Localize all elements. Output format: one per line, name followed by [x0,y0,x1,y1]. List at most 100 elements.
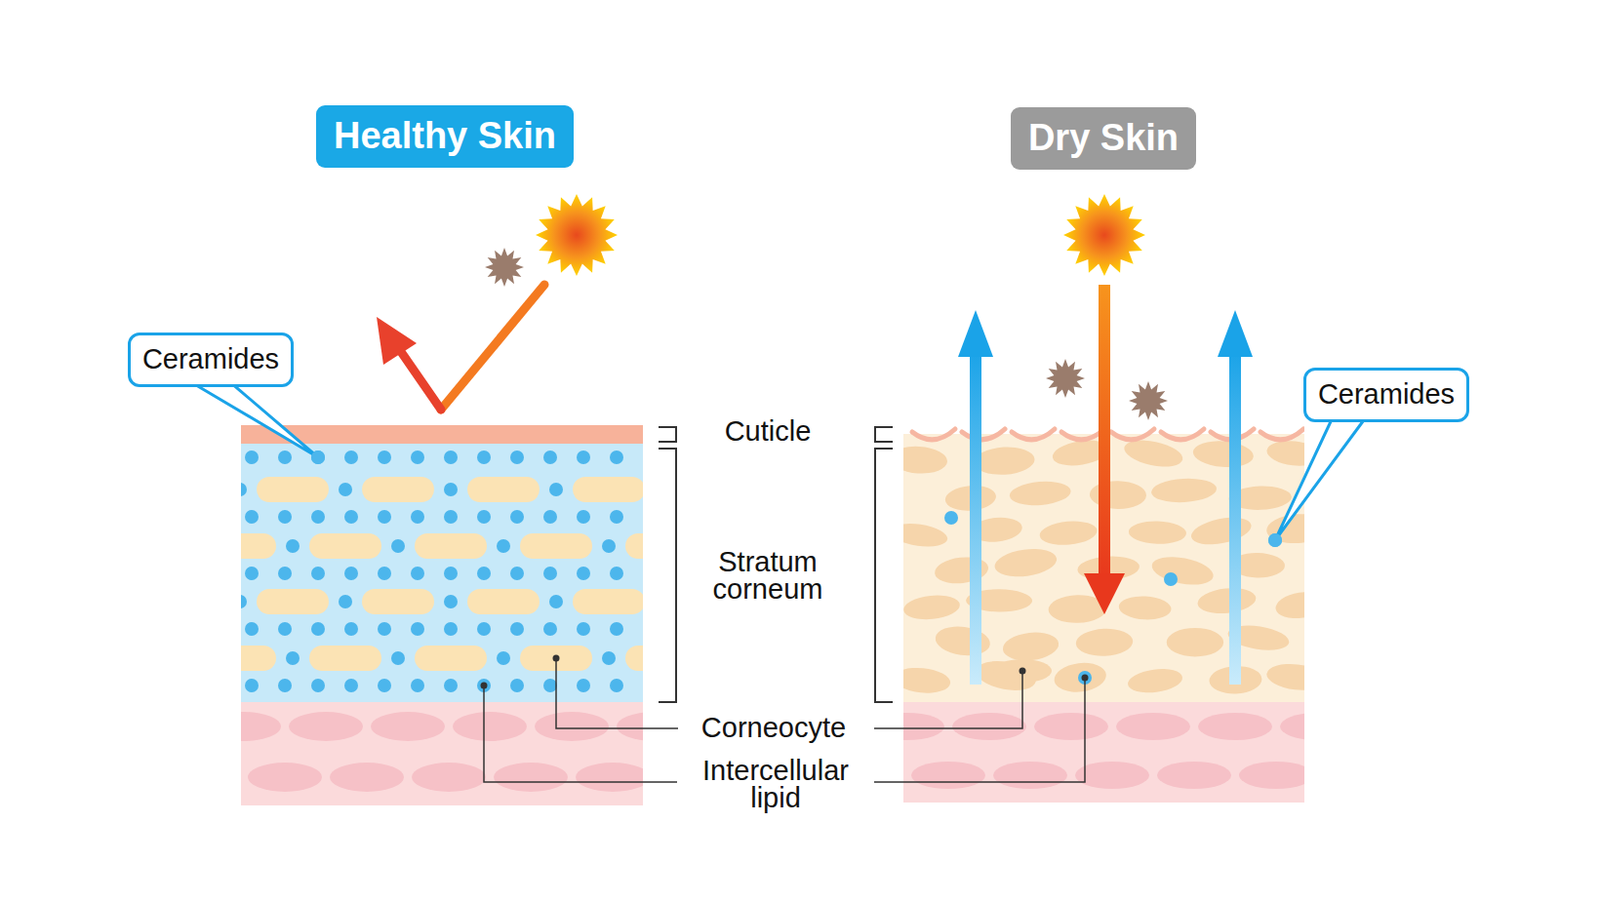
corneocyte [467,477,540,503]
incoming-ray [440,284,545,410]
arrow-head [376,317,417,365]
corneocyte [361,589,435,615]
dust-particle [484,247,524,287]
leader-dot [1081,675,1089,682]
lipid-dot [496,651,511,666]
lipid-dot [576,450,591,465]
corneocyte-blob [1265,661,1305,694]
cuticle-flake [1061,429,1105,440]
dermis-cell [452,712,527,742]
lipid-dot [443,482,458,497]
lipid-dot [576,566,591,581]
corneocyte [361,477,435,503]
leader-line [874,671,1023,729]
lipid-dot [285,651,300,666]
dermis-cell [534,712,609,742]
lipid-dot [576,622,591,637]
lipid-dot [549,482,563,497]
corneocyte [625,645,643,672]
dermis-cell [575,762,643,793]
corneocyte-blob [1075,628,1134,658]
dermis-cell [1116,713,1191,741]
dermis-cell [247,762,322,793]
lipid-dot [443,566,458,581]
corneocyte [256,477,329,503]
cuticle-flake [1260,429,1304,440]
corneocyte-blob [1039,519,1099,548]
lipid-dot [285,539,300,554]
lipid-dot [543,679,558,693]
part-label: Corneocyte [701,715,846,743]
lipid-dot [244,679,259,693]
arrow-head [1217,310,1253,358]
lipid-dot [1163,572,1178,587]
corneocyte-blob [1196,585,1257,616]
lipid-dot [477,566,491,581]
dermis-cell [493,762,568,793]
corneocyte [309,645,382,672]
lipid-dot [338,482,353,497]
cuticle-flake [961,429,1005,440]
lipid-dot [510,679,524,693]
lipid-dot [576,679,591,693]
corneocyte-blob [903,593,961,623]
lipid-dot [477,622,491,637]
dermis-cell [329,762,404,793]
lipid-dot [410,679,425,693]
lipid-dot [391,651,405,666]
lipid-dot [410,622,425,637]
lipid-dot [311,566,325,581]
dermis-cell [616,712,643,742]
dermis-cell [1239,761,1305,790]
callout-box: Ceramides [127,332,294,387]
node-text: Dry Skin [1028,117,1179,160]
dermis [240,702,643,806]
corneocyte-blob [1118,595,1172,622]
corneocyte [256,589,329,615]
lipid-dot [311,622,325,637]
lipid-dot [244,510,259,524]
cuticle-flake [912,429,956,440]
reflected-ray [395,343,441,410]
lipid-dot [377,622,392,637]
node-text: Ceramides [1318,378,1455,411]
corneocyte-blob [1166,628,1224,657]
lipid-dot [576,510,591,524]
lipid-dot [311,450,325,465]
corneocyte-blob [1128,520,1188,546]
leader-dot [1019,668,1027,676]
corneocyte-blob [1126,666,1185,697]
part-label: Cuticle [724,418,812,446]
lipid-dot [377,450,392,465]
dermis-cell [1075,761,1150,790]
lipid-dot [601,539,616,554]
lipid-dot [609,450,624,465]
cuticle-flake [1160,429,1204,440]
corneocyte [572,589,643,615]
penetrating-ray [1098,284,1111,578]
healthy-skin [240,425,643,806]
lipid-dot [477,450,491,465]
corneocyte [572,477,643,503]
node-text: Healthy Skin [333,115,557,159]
lipid-dot [443,679,458,693]
dermis-cell [1198,713,1273,741]
cuticle-flake [1011,429,1055,440]
corneocyte-blob [1008,480,1073,509]
lipid-dot [609,510,624,524]
corneocyte-blob [903,665,952,696]
corneocyte-blob [1000,630,1060,665]
corneocyte-blob [993,545,1059,581]
lipid-dot [510,622,524,637]
leader-dot [553,655,560,663]
part-label: Stratum corneum [713,549,824,603]
arrow-head [1083,573,1125,615]
lipid-dot [543,622,558,637]
dermis-cell [240,712,281,742]
corneocyte [414,645,487,672]
lipid-dot [510,510,524,524]
lipid-dot [601,651,616,666]
corneocyte-blob [1189,513,1254,550]
sun [1063,194,1146,277]
